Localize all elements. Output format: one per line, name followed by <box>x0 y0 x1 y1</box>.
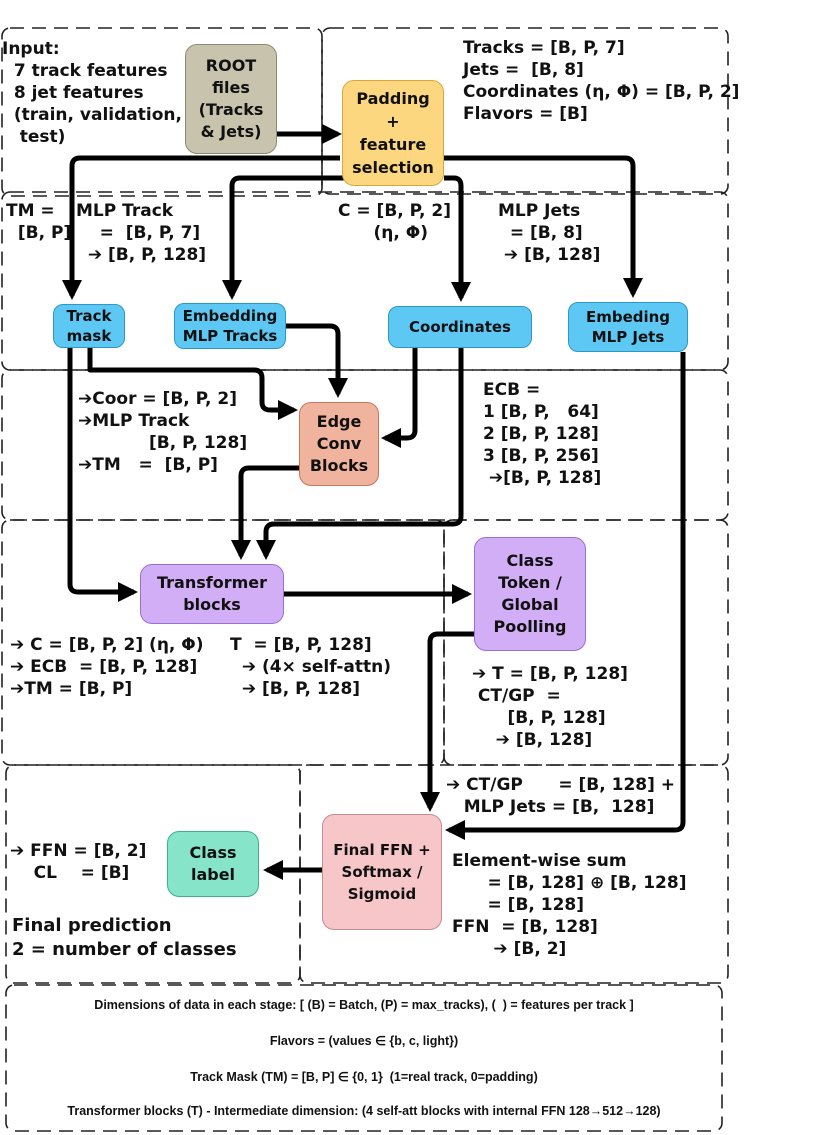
footer-line-flavors: Flavors = (values ∈ {b, c, light}) <box>269 1034 459 1048</box>
section-classtoken-box <box>443 519 729 766</box>
footer-line-transformer: Transformer blocks (T) - Intermediate di… <box>67 1104 661 1118</box>
track-mask-node: Track mask <box>53 304 125 348</box>
arrow-coordinates-to-edgeconv <box>381 348 418 448</box>
input-description: Input: 7 track features 8 jet features (… <box>2 39 182 147</box>
section-shapes-box <box>321 27 729 195</box>
embedding-mlp-tracks-node: Embedding MLP Tracks <box>174 303 286 349</box>
final-prediction-annotation: Final prediction 2 = number of classes <box>12 915 237 960</box>
edge-conv-blocks-node: Edge Conv Blocks <box>299 402 379 486</box>
arrow-classtoken-to-finalffn <box>420 631 474 812</box>
transformer-blocks-node: Transformer blocks <box>140 564 284 624</box>
arrow-edgeconv-to-transformer <box>231 465 300 560</box>
ffn-inputs-annotation: ➔ CT/GP = [B, 128] + MLP Jets = [B, 128] <box>446 775 676 817</box>
final-ffn-softmax-node: Final FFN + Softmax / Sigmoid <box>322 814 442 930</box>
elementwise-sum-annotation: Element-wise sum = [B, 128] ⊕ [B, 128] =… <box>452 851 687 959</box>
ecb-annotation: ECB = 1 [B, P, 64] 2 [B, P, 128] 3 [B, P… <box>483 380 602 488</box>
arrow-embedding-jets-to-finalffn <box>445 352 686 840</box>
transformer-inputs-annotation: ➔ C = [B, P, 2] (η, Φ) ➔ ECB = [B, P, 12… <box>10 635 204 699</box>
section-ffn-box <box>299 764 729 984</box>
arrow-trackmask-to-transformer <box>67 348 138 602</box>
class-token-global-pooling-node: Class Token / Global Poolling <box>474 537 586 651</box>
coordinates-annotation: C = [B, P, 2] (η, Φ) <box>338 201 451 243</box>
edgeconv-inputs-annotation: ➔Coor = [B, P, 2] ➔MLP Track [B, P, 128]… <box>78 389 248 475</box>
arrow-padding-to-coordinates <box>444 175 471 302</box>
section-footer-box <box>5 984 723 1132</box>
classtoken-output-annotation: ➔ T = [B, P, 128] CT/GP = [B, P, 128] ➔ … <box>472 664 628 750</box>
embedding-mlp-jets-node: Embeding MLP Jets <box>568 302 688 352</box>
tm-annotation: TM = [B, P] <box>6 201 72 243</box>
arrow-embedding-tracks-to-edgeconv <box>286 323 348 398</box>
root-files-node: ROOT files (Tracks & Jets) <box>185 44 277 154</box>
section-embedding-box <box>1 191 729 371</box>
class-label-node: Class label <box>167 831 259 897</box>
padding-feature-selection-node: Padding + feature selection <box>342 80 444 186</box>
footer-line-track-mask: Track Mask (TM) = [B, P] ∈ {0, 1} (1=rea… <box>190 1070 538 1084</box>
coordinates-node: Coordinates <box>388 306 532 348</box>
footer-line-dimensions: Dimensions of data in each stage: [ (B) … <box>94 998 634 1012</box>
mlp-jets-annotation: MLP Jets = [B, 8] ➔ [B, 128] <box>498 201 601 265</box>
ffn-output-annotation: ➔ FFN = [B, 2] CL = [B] <box>10 841 147 883</box>
arrow-padding-to-trackmask <box>62 155 340 300</box>
arrow-padding-to-embedding-jets <box>444 155 643 298</box>
mlp-track-annotation: MLP Track = [B, P, 7] ➔ [B, P, 128] <box>76 201 207 265</box>
section-prediction-box <box>5 764 301 984</box>
arrow-trackmask-to-edgeconv <box>87 348 298 420</box>
arrow-coordinates-to-transformer <box>256 348 464 560</box>
transformer-output-annotation: T = [B, P, 128] ➔ (4× self-attn) ➔ [B, P… <box>230 635 391 699</box>
data-shapes-text: Tracks = [B, P, 7] Jets = [B, 8] Coordin… <box>463 38 740 124</box>
arrow-padding-to-embedding-tracks <box>222 175 344 300</box>
